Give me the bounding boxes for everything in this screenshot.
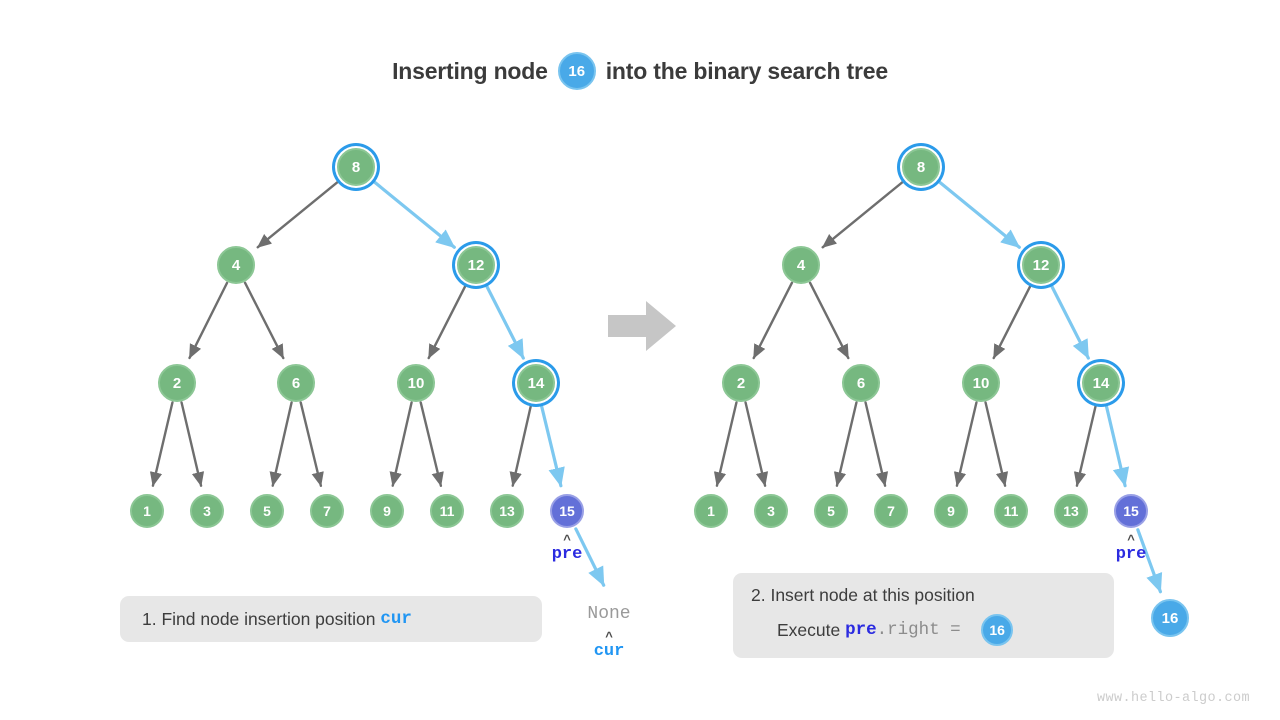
tree-node-left-14: 14	[517, 364, 555, 402]
left-pre-pointer: ^ pre	[537, 532, 597, 564]
tree-edge	[256, 178, 342, 249]
tree-node-right-3: 3	[754, 494, 788, 528]
tree-edge	[713, 401, 738, 487]
tree-node-right-1: 1	[694, 494, 728, 528]
tree-edge	[992, 281, 1034, 360]
tree-node-left-15: 15	[550, 494, 584, 528]
pre-caret-icon-right: ^	[1127, 532, 1135, 547]
tree-edge	[419, 401, 444, 487]
tree-node-left-13: 13	[490, 494, 524, 528]
tree-node-right-13: 13	[1054, 494, 1088, 528]
tree-edge	[984, 401, 1009, 487]
callout-step-1: 1. Find node insertion position cur	[120, 596, 542, 642]
right-pre-pointer: ^ pre	[1101, 532, 1161, 564]
tree-edge	[744, 401, 769, 487]
tree-edge	[1104, 402, 1130, 488]
right-pre-label: pre	[1115, 545, 1147, 564]
tree-edge	[299, 401, 324, 487]
callout-step-1-var: cur	[380, 609, 412, 629]
tree-edge	[1049, 283, 1090, 360]
page-title: Inserting node 16 into the binary search…	[0, 48, 1280, 94]
tree-node-left-11: 11	[430, 494, 464, 528]
tree-edge	[1073, 401, 1098, 487]
pre-caret-icon: ^	[563, 532, 571, 547]
callout-step-1-line: 1. Find node insertion position cur	[142, 609, 542, 630]
tree-node-left-10: 10	[397, 364, 435, 402]
tree-node-left-4: 4	[217, 246, 255, 284]
callout-node-16: 16	[981, 614, 1014, 646]
tree-edge	[833, 401, 858, 487]
tree-node-left-9: 9	[370, 494, 404, 528]
tree-edge	[149, 401, 174, 487]
tree-edge	[243, 281, 285, 360]
tree-edge	[269, 401, 293, 487]
tree-node-right-8: 8	[902, 148, 940, 186]
tree-edge	[864, 401, 889, 487]
tree-edge	[180, 401, 205, 487]
tree-node-right-14: 14	[1082, 364, 1120, 402]
tree-node-left-5: 5	[250, 494, 284, 528]
tree-node-right-11: 11	[994, 494, 1028, 528]
callout-step-1-text: 1. Find node insertion position	[142, 608, 381, 629]
tree-node-right-5: 5	[814, 494, 848, 528]
tree-edge	[808, 281, 850, 360]
tree-node-right-12: 12	[1022, 246, 1060, 284]
tree-edge	[427, 281, 469, 360]
tree-node-right-2: 2	[722, 364, 760, 402]
tree-node-right-15: 15	[1114, 494, 1148, 528]
tree-edge	[752, 281, 794, 360]
callout-step-2-line1: 2. Insert node at this position	[751, 585, 1114, 606]
tree-node-right-6: 6	[842, 364, 880, 402]
title-text-before: Inserting node	[392, 57, 548, 84]
callout-step-2-line2: Execute pre.right = 16	[751, 614, 1114, 646]
tree-node-left-7: 7	[310, 494, 344, 528]
callout-field-expr: .right =	[876, 620, 972, 640]
callout-step-2: 2. Insert node at this position Execute …	[733, 573, 1114, 658]
title-text-after: into the binary search tree	[605, 57, 888, 84]
tree-edge	[389, 401, 413, 487]
tree-node-right-9: 9	[934, 494, 968, 528]
tree-node-right-10: 10	[962, 364, 1000, 402]
tree-edge-to-none	[574, 527, 606, 587]
left-none-label: None	[587, 604, 631, 624]
tree-edge	[509, 401, 533, 487]
tree-edge	[188, 281, 229, 360]
left-cur-label: cur	[593, 642, 625, 661]
cur-caret-icon: ^	[605, 629, 613, 644]
left-cur-pointer: ^ cur	[579, 629, 639, 661]
tree-node-right-16: 16	[1151, 599, 1189, 637]
tree-node-left-12: 12	[457, 246, 495, 284]
tree-edge	[484, 283, 525, 360]
callout-pre-var: pre	[845, 620, 877, 640]
title-node-16: 16	[557, 52, 596, 90]
tree-node-left-2: 2	[158, 364, 196, 402]
tree-node-left-3: 3	[190, 494, 224, 528]
tree-edge	[953, 401, 978, 487]
transition-arrow-icon	[608, 301, 676, 351]
tree-node-left-8: 8	[337, 148, 375, 186]
tree-edge	[821, 178, 907, 249]
tree-edge	[371, 179, 456, 249]
tree-node-left-1: 1	[130, 494, 164, 528]
tree-edge	[539, 402, 565, 488]
left-pre-label: pre	[551, 545, 583, 564]
tree-edge	[936, 179, 1021, 249]
tree-node-left-6: 6	[277, 364, 315, 402]
watermark: www.hello-algo.com	[1096, 691, 1250, 706]
tree-edge	[1136, 528, 1163, 594]
tree-node-right-7: 7	[874, 494, 908, 528]
callout-step-2-text: 2. Insert node at this position	[751, 585, 975, 605]
callout-execute-word: Execute	[777, 619, 846, 640]
tree-node-right-4: 4	[782, 246, 820, 284]
